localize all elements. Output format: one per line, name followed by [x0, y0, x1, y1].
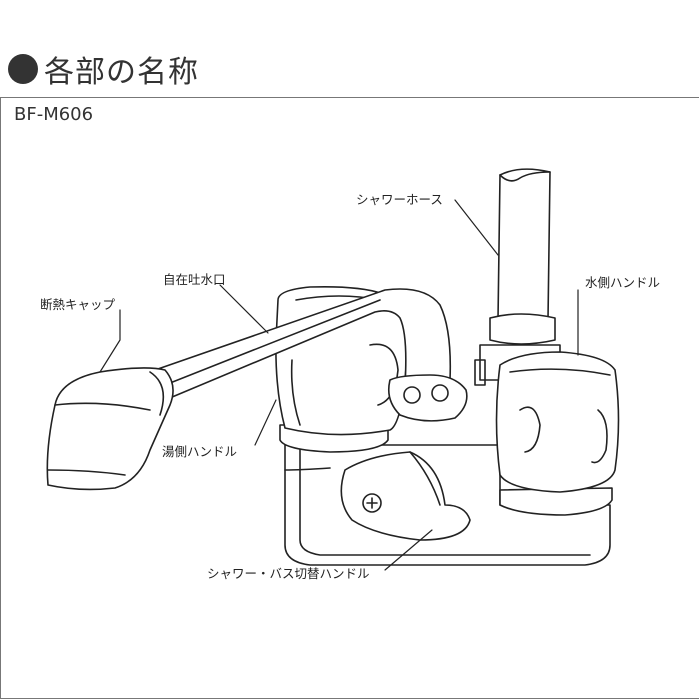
page-heading: 各部の名称	[8, 44, 199, 94]
cold-handle-drawing	[495, 351, 620, 516]
label-cold-handle: 水側ハンドル	[585, 275, 660, 290]
label-switch-handle: シャワー・バス切替ハンドル	[207, 566, 370, 581]
bullet-icon	[8, 54, 38, 84]
spout-drawing	[154, 288, 468, 422]
switch-handle-drawing	[340, 451, 471, 541]
insulated-cap-drawing	[46, 367, 174, 491]
label-shower-hose: シャワーホース	[356, 192, 443, 207]
page-title: 各部の名称	[44, 55, 199, 90]
leader-lines	[99, 199, 579, 571]
label-spout: 自在吐水口	[163, 272, 226, 287]
model-number: BF-M606	[14, 104, 94, 125]
label-insulated-cap: 断熱キャップ	[40, 297, 116, 312]
diagram-frame	[0, 97, 699, 699]
label-hot-handle: 湯側ハンドル	[162, 444, 237, 459]
